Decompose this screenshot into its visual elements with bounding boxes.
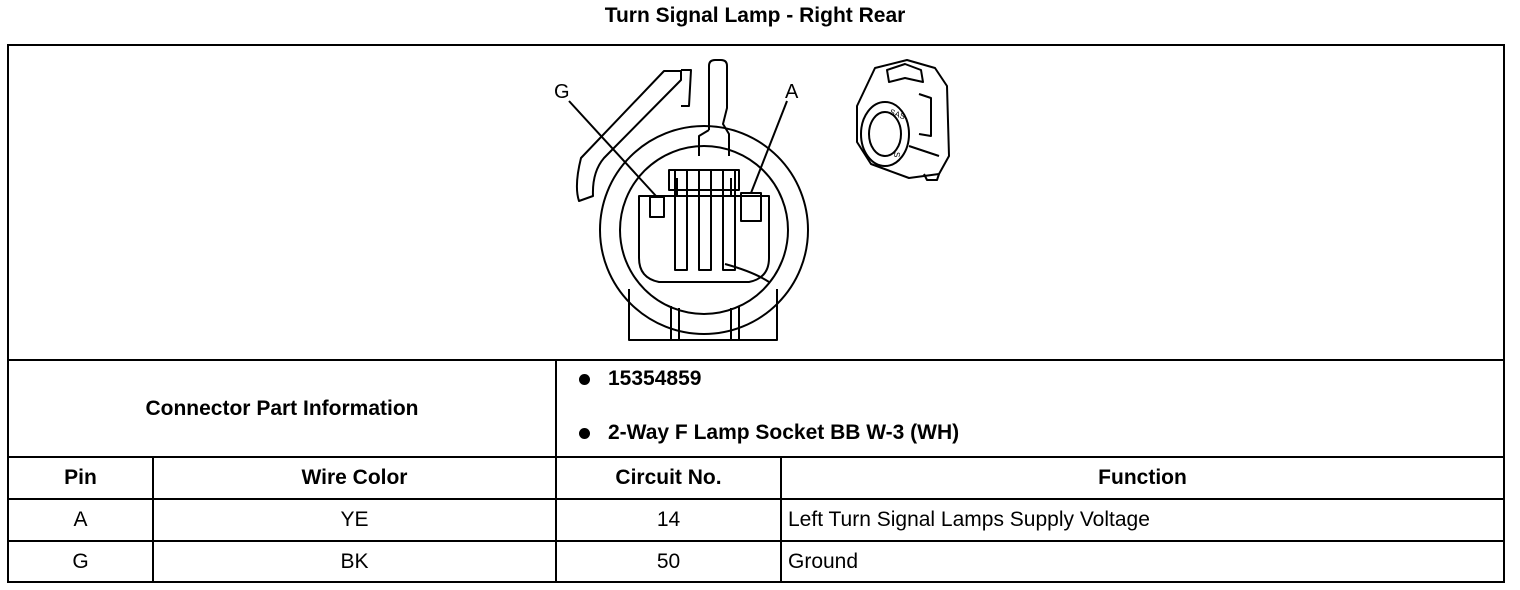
connector-info-label: Connector Part Information <box>145 396 419 420</box>
lower-body <box>628 289 778 341</box>
housing-inner-ring <box>619 145 789 315</box>
divider-connector-info <box>555 359 557 581</box>
table-row-g-circuit: 50 <box>656 549 681 573</box>
inset-mark-bottom: S <box>892 152 901 157</box>
divider-row-2 <box>9 540 1503 542</box>
table-row-g-function: Ground <box>788 549 859 573</box>
divider-row-1 <box>9 498 1503 500</box>
inset-connector <box>856 59 950 181</box>
divider-col-circuit <box>780 456 782 581</box>
blade-3 <box>722 169 736 271</box>
housing-outer-ring <box>599 125 809 335</box>
divider-drawing <box>9 359 1503 361</box>
header-function: Function <box>1098 466 1187 489</box>
part-description-text: 2-Way F Lamp Socket BB W-3 (WH) <box>608 421 960 444</box>
connector-frame: G A SAS S Connector Part Information 153… <box>7 44 1505 583</box>
table-row-a-wire-color: YE <box>340 508 369 531</box>
top-tab <box>708 59 730 156</box>
connector-drawing: G A SAS S <box>554 59 950 341</box>
header-circuit-no: Circuit No. <box>615 466 722 489</box>
table-row-g-wire-color: BK <box>340 549 369 573</box>
latch-arc <box>575 70 682 202</box>
callout-g-leader <box>568 100 657 197</box>
part-number: 15354859 <box>579 367 701 391</box>
callout-a-label: A <box>785 81 799 103</box>
bullet-icon <box>579 373 590 385</box>
callout-a-leader <box>750 100 788 194</box>
blade-2 <box>698 169 712 271</box>
table-row-g-pin: G <box>72 549 89 573</box>
bullet-icon <box>579 427 590 439</box>
callout-g-label: G <box>554 81 570 103</box>
header-wire-color: Wire Color <box>301 466 408 489</box>
terminal-a <box>740 192 762 222</box>
table-row-a-circuit: 14 <box>656 508 681 531</box>
terminal-g <box>649 196 665 218</box>
part-description: 2-Way F Lamp Socket BB W-3 (WH) <box>579 421 959 445</box>
socket-cavity <box>638 195 770 283</box>
page-title: Turn Signal Lamp - Right Rear <box>604 4 906 27</box>
table-row-a-function: Left Turn Signal Lamps Supply Voltage <box>788 508 1150 531</box>
part-number-text: 15354859 <box>608 367 702 390</box>
divider-header <box>9 456 1503 458</box>
divider-col-pin <box>152 456 154 581</box>
blade-1 <box>674 169 688 271</box>
table-row-a-pin: A <box>73 508 88 531</box>
header-pin: Pin <box>64 466 97 489</box>
